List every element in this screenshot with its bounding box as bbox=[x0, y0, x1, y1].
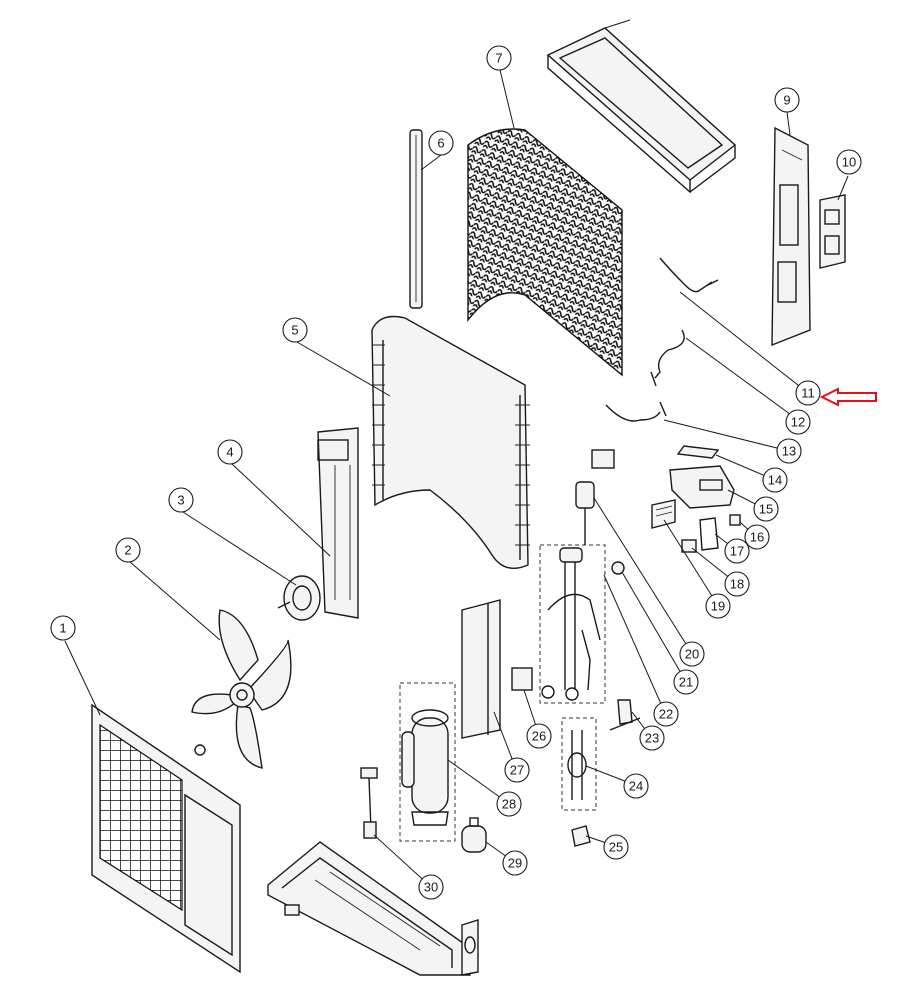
callout-27: 27 bbox=[504, 757, 530, 783]
callout-7: 7 bbox=[486, 45, 512, 71]
top-cover-panel bbox=[546, 19, 737, 194]
callout-24: 24 bbox=[623, 773, 649, 799]
callout-12: 12 bbox=[785, 409, 811, 435]
base-pan bbox=[267, 841, 471, 976]
callout-label: 16 bbox=[750, 530, 764, 545]
callout-14: 14 bbox=[762, 467, 788, 493]
terminal-cover bbox=[819, 194, 846, 269]
callout-9: 9 bbox=[774, 87, 800, 113]
right-side-panel bbox=[771, 126, 811, 347]
fan-motor bbox=[277, 575, 321, 621]
callout-label: 11 bbox=[801, 386, 815, 401]
callout-21: 21 bbox=[673, 669, 699, 695]
callout-19: 19 bbox=[705, 593, 731, 619]
callout-23: 23 bbox=[639, 725, 665, 751]
callout-29: 29 bbox=[502, 850, 528, 876]
callout-label: 3 bbox=[177, 493, 184, 508]
callout-20: 20 bbox=[679, 641, 705, 667]
callout-10: 10 bbox=[836, 149, 862, 175]
callout-label: 26 bbox=[532, 729, 546, 744]
highlight-arrow-icon bbox=[819, 387, 877, 407]
callout-label: 18 bbox=[730, 577, 744, 592]
callout-label: 21 bbox=[679, 675, 693, 690]
callout-label: 5 bbox=[291, 323, 298, 338]
callout-label: 12 bbox=[791, 415, 805, 430]
callout-label: 24 bbox=[629, 779, 643, 794]
callout-label: 29 bbox=[508, 856, 522, 871]
front-panel bbox=[91, 703, 241, 974]
callout-label: 15 bbox=[759, 502, 773, 517]
callout-label: 19 bbox=[711, 599, 725, 614]
callout-label: 6 bbox=[437, 136, 444, 151]
callout-label: 28 bbox=[502, 797, 516, 812]
callout-15: 15 bbox=[753, 496, 779, 522]
callout-2: 2 bbox=[115, 537, 141, 563]
callout-25: 25 bbox=[603, 834, 629, 860]
service-valves bbox=[561, 699, 641, 847]
callout-label: 10 bbox=[842, 155, 856, 170]
callout-13: 13 bbox=[776, 438, 802, 464]
callout-4: 4 bbox=[217, 439, 243, 465]
compressor-assembly bbox=[399, 682, 456, 842]
callout-5: 5 bbox=[282, 317, 308, 343]
fan-blade bbox=[191, 609, 292, 769]
capacitor bbox=[461, 817, 487, 853]
callout-30: 30 bbox=[418, 874, 444, 900]
callout-label: 20 bbox=[685, 647, 699, 662]
side-post bbox=[409, 129, 423, 309]
callout-16: 16 bbox=[744, 524, 770, 550]
callout-label: 14 bbox=[768, 473, 782, 488]
bottom-right-bracket bbox=[461, 919, 479, 976]
callout-11: 11 bbox=[795, 380, 821, 406]
callout-1: 1 bbox=[50, 615, 76, 641]
callout-label: 30 bbox=[424, 880, 438, 895]
callout-18: 18 bbox=[724, 571, 750, 597]
callout-28: 28 bbox=[496, 791, 522, 817]
reactor bbox=[511, 667, 533, 691]
condenser-coil bbox=[371, 315, 530, 569]
control-box-components bbox=[651, 445, 741, 553]
callout-label: 4 bbox=[226, 445, 233, 460]
callout-label: 27 bbox=[510, 763, 524, 778]
callout-label: 17 bbox=[730, 544, 744, 559]
callout-label: 22 bbox=[659, 707, 673, 722]
leader-lines bbox=[64, 69, 849, 887]
callout-3: 3 bbox=[168, 487, 194, 513]
callout-label: 7 bbox=[495, 51, 502, 66]
callout-26: 26 bbox=[526, 723, 552, 749]
callout-label: 13 bbox=[782, 444, 796, 459]
callout-22: 22 bbox=[653, 701, 679, 727]
callout-17: 17 bbox=[724, 538, 750, 564]
rear-mesh-grille bbox=[467, 128, 623, 377]
partition-plate bbox=[461, 599, 501, 739]
motor-bracket bbox=[317, 427, 359, 619]
callout-label: 23 bbox=[645, 731, 659, 746]
wire-lead bbox=[360, 767, 378, 839]
callout-label: 1 bbox=[59, 621, 66, 636]
temperature-sensor-wires bbox=[605, 257, 719, 422]
callout-label: 25 bbox=[609, 840, 623, 855]
callout-label: 2 bbox=[124, 543, 131, 558]
four-way-valve-piping bbox=[539, 449, 625, 704]
callout-labels: 1 2 3 4 5 6 7 9 10 11 12 13 14 15 16 17 … bbox=[50, 45, 862, 900]
callout-6: 6 bbox=[428, 130, 454, 156]
callout-label: 9 bbox=[783, 93, 790, 108]
